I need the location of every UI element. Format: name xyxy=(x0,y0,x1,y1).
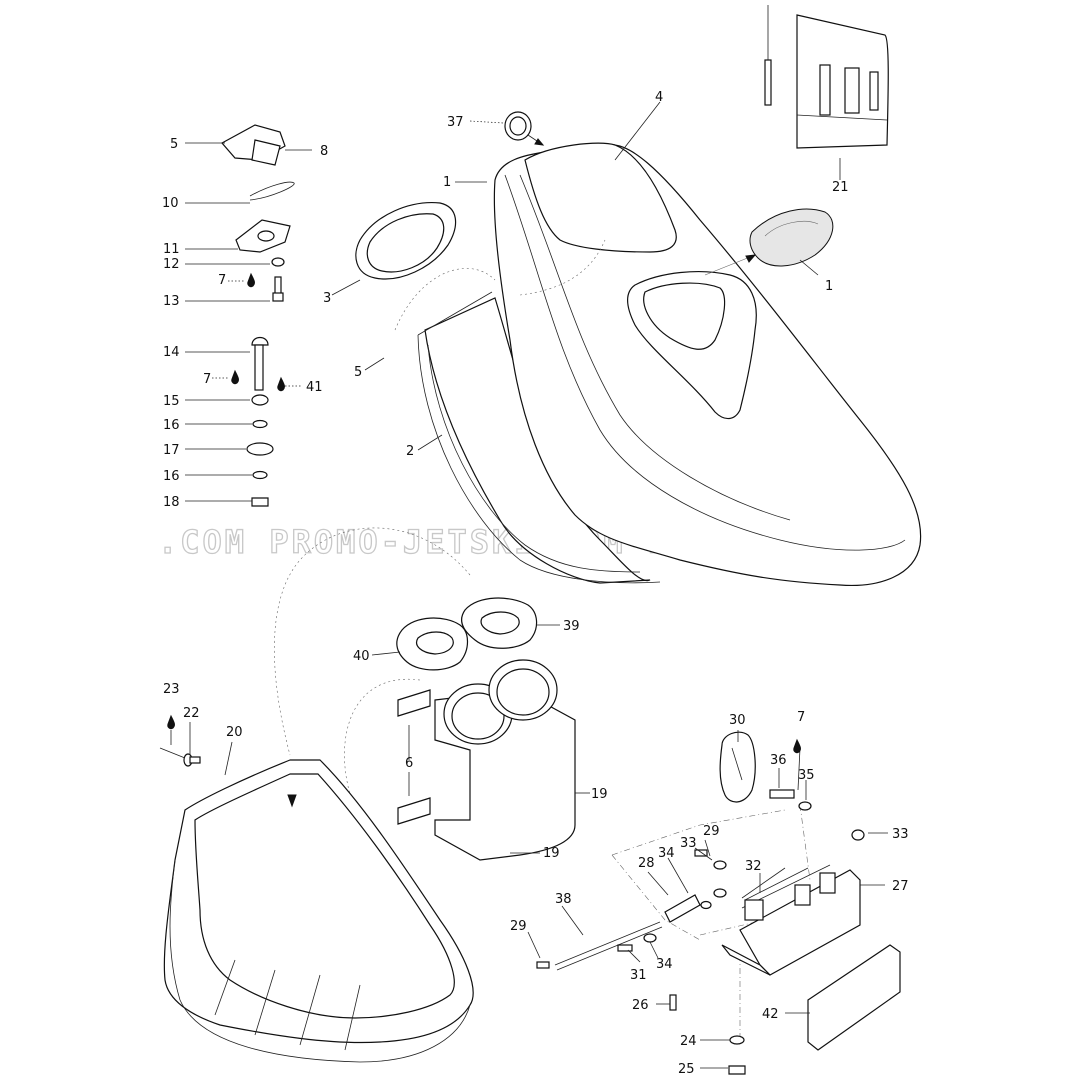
callout-39: 39 xyxy=(563,619,580,634)
bracket-assembly xyxy=(536,731,901,1075)
callout-3: 3 xyxy=(323,291,331,306)
callout-1: 1 xyxy=(825,279,833,294)
callout-7: 7 xyxy=(797,710,805,725)
bolt-stack-parts-14-18 xyxy=(246,336,274,507)
oil-drop-icon xyxy=(247,272,255,288)
callout-22: 22 xyxy=(183,706,200,721)
callout-7: 7 xyxy=(218,273,226,288)
callout-42: 42 xyxy=(762,1007,779,1022)
storage-tub-part-20 xyxy=(163,759,474,1063)
cap-ring-part-37 xyxy=(504,111,545,146)
callout-38: 38 xyxy=(555,892,572,907)
callout-28: 28 xyxy=(638,856,655,871)
callout-29: 29 xyxy=(510,919,527,934)
callout-9: 5 xyxy=(170,137,178,152)
callout-1: 1 xyxy=(443,175,451,190)
callout-33: 33 xyxy=(892,827,909,842)
bin-lid-part-39 xyxy=(461,597,538,649)
decal-part-1 xyxy=(749,208,834,267)
callout-41: 41 xyxy=(306,380,323,395)
callout-14: 14 xyxy=(163,345,180,360)
callout-30: 30 xyxy=(729,713,746,728)
callout-36: 36 xyxy=(770,753,787,768)
leader-lines xyxy=(170,101,888,1069)
callout-6: 6 xyxy=(405,756,413,771)
callout-labels: 5 xyxy=(170,137,178,152)
callout-5: 5 xyxy=(354,365,362,380)
callout-34: 34 xyxy=(656,957,673,972)
callout-26: 26 xyxy=(632,998,649,1013)
callout-19: 19 xyxy=(543,846,560,861)
oil-drop-icon xyxy=(167,714,175,730)
callout-23: 23 xyxy=(163,682,180,697)
callout-27: 27 xyxy=(892,879,909,894)
callout-19: 19 xyxy=(591,787,608,802)
callout-17: 17 xyxy=(163,443,180,458)
rivet-part-22 xyxy=(159,747,201,767)
callout-16: 16 xyxy=(163,469,180,484)
callout-21: 21 xyxy=(832,180,849,195)
callout-25: 25 xyxy=(678,1062,695,1077)
tool-kit-part-21 xyxy=(764,5,889,149)
oil-drop-icon xyxy=(277,376,285,392)
callout-40: 40 xyxy=(353,649,370,664)
callout-29: 29 xyxy=(703,824,720,839)
gasket-part-3 xyxy=(355,202,457,280)
bin-lid-part-40 xyxy=(396,617,469,671)
callout-20: 20 xyxy=(226,725,243,740)
callout-35: 35 xyxy=(798,768,815,783)
callout-13: 13 xyxy=(163,294,180,309)
callout-group: 1123456777810111213141516161718191920212… xyxy=(162,90,909,1077)
callout-37: 37 xyxy=(447,115,464,130)
callout-11: 11 xyxy=(163,242,180,257)
storage-bins-part-19 xyxy=(434,659,576,861)
callout-7: 7 xyxy=(203,372,211,387)
callout-24: 24 xyxy=(680,1034,697,1049)
latch-assembly-parts-8-11 xyxy=(221,124,295,253)
oil-drop-icon xyxy=(793,738,801,754)
plates-part-6 xyxy=(397,689,431,825)
callout-34: 34 xyxy=(658,846,675,861)
storage-cover-part-1 xyxy=(493,142,922,587)
callout-33: 33 xyxy=(680,836,697,851)
callout-10: 10 xyxy=(162,196,179,211)
hardware-parts-12-13 xyxy=(271,257,285,302)
callout-15: 15 xyxy=(163,394,180,409)
callout-2: 2 xyxy=(406,444,414,459)
callout-16: 16 xyxy=(163,418,180,433)
oil-drop-icon xyxy=(231,369,239,385)
callout-32: 32 xyxy=(745,859,762,874)
callout-8: 8 xyxy=(320,144,328,159)
callout-31: 31 xyxy=(630,968,647,983)
callout-4: 4 xyxy=(655,90,663,105)
callout-12: 12 xyxy=(163,257,180,272)
callout-18: 18 xyxy=(163,495,180,510)
